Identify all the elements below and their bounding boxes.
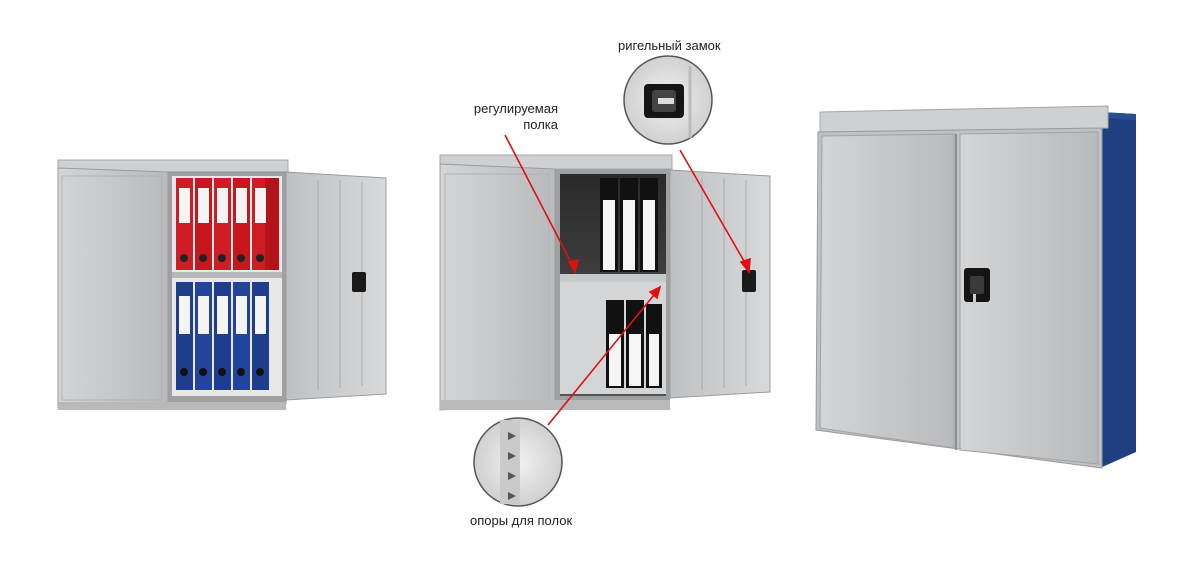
- cabinet-closed: [816, 106, 1136, 468]
- adjustable-shelf-label-line2: полка: [523, 117, 558, 132]
- lock-label: ригельный замок: [618, 38, 721, 54]
- red-binders: [176, 178, 279, 270]
- lock-zoom-circle: [624, 56, 712, 144]
- shelf-supports-zoom-circle: [474, 418, 562, 506]
- shelf-supports-label: опоры для полок: [470, 513, 572, 529]
- blue-binders: [176, 282, 269, 390]
- cabinet-open-with-binders: [58, 160, 386, 410]
- adjustable-shelf-label: регулируемая полка: [418, 101, 558, 133]
- adjustable-shelf-label-line1: регулируемая: [474, 101, 558, 116]
- lock-icon: [742, 270, 756, 292]
- adjustable-shelf: [560, 274, 666, 282]
- lock-icon: [352, 272, 366, 292]
